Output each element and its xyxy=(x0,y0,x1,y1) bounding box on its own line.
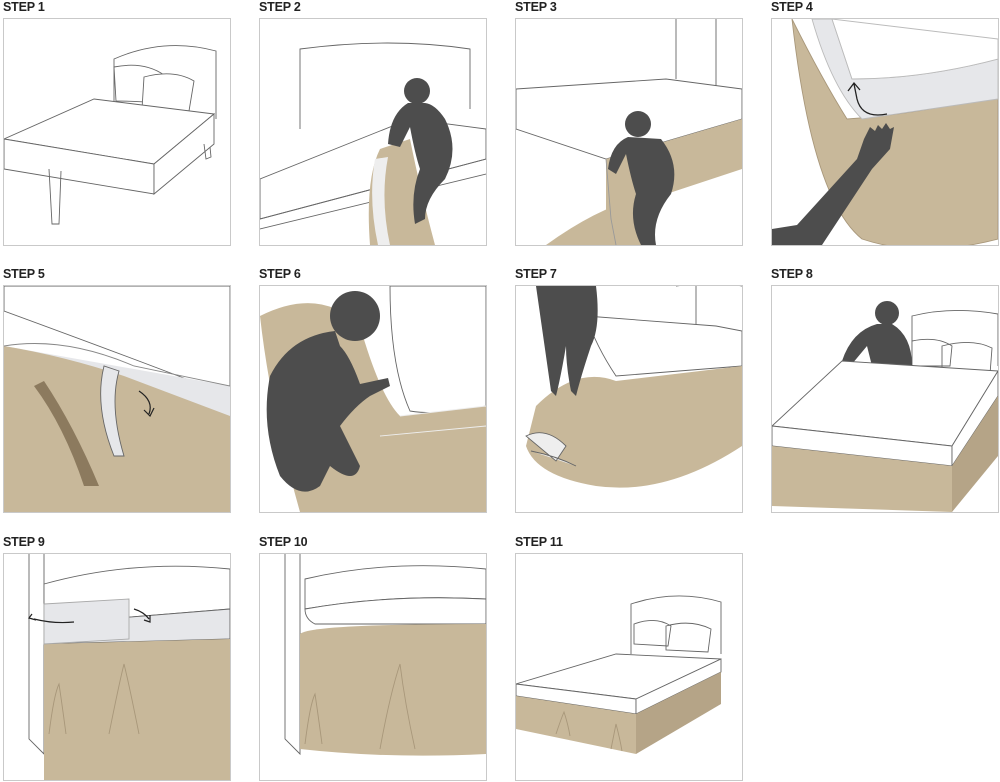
step-label: STEP 9 xyxy=(3,535,45,549)
step-illustration xyxy=(515,553,743,781)
step-label: STEP 3 xyxy=(515,0,557,14)
step-label: STEP 6 xyxy=(259,267,301,281)
step-label: STEP 8 xyxy=(771,267,813,281)
step-illustration xyxy=(259,553,487,781)
step-illustration xyxy=(515,285,743,513)
step-label: STEP 7 xyxy=(515,267,557,281)
step-label: STEP 1 xyxy=(3,0,45,14)
step-illustration xyxy=(771,285,999,513)
step-illustration xyxy=(3,285,231,513)
step-illustration xyxy=(259,18,487,246)
step-illustration xyxy=(515,18,743,246)
step-illustration xyxy=(3,553,231,781)
step-illustration xyxy=(771,18,999,246)
step-illustration xyxy=(3,18,231,246)
step-label: STEP 5 xyxy=(3,267,45,281)
step-illustration xyxy=(259,285,487,513)
step-label: STEP 11 xyxy=(515,535,563,549)
step-label: STEP 10 xyxy=(259,535,308,549)
step-label: STEP 4 xyxy=(771,0,813,14)
step-label: STEP 2 xyxy=(259,0,301,14)
